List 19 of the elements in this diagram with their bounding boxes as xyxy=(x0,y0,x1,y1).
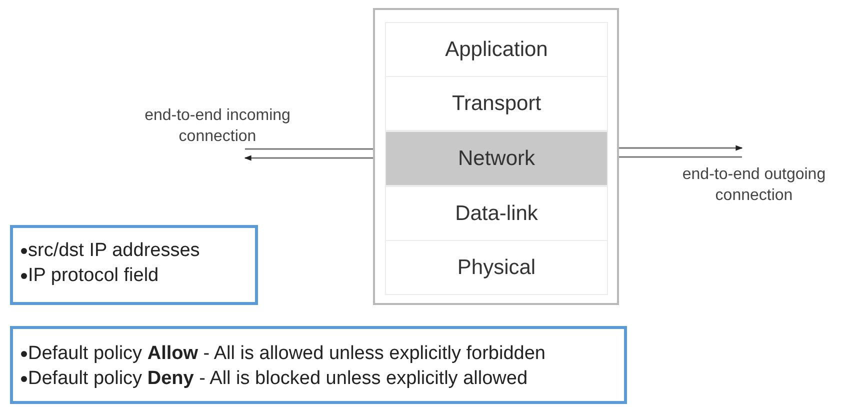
layer-label: Physical xyxy=(457,256,536,280)
layer-box xyxy=(385,186,608,241)
layer-box xyxy=(385,76,608,131)
connection-arrow xyxy=(619,145,743,151)
layer-stack-frame xyxy=(373,8,619,305)
bullet-text: IP protocol field xyxy=(28,264,159,288)
bullet-text: Default policy Deny - All is blocked unless explicitly allowed xyxy=(28,367,528,391)
connection-arrow xyxy=(244,155,373,161)
layer-label: Data-link xyxy=(455,202,538,226)
layer-label: Application xyxy=(445,38,548,62)
layer-label: Transport xyxy=(452,92,542,116)
bullet-text: Default policy Allow - All is allowed unless explicitly forbidden xyxy=(28,342,546,366)
note-panel xyxy=(10,326,627,404)
bullet-text: src/dst IP addresses xyxy=(28,239,200,263)
layer-box xyxy=(385,131,608,186)
connection-label: end-to-end outgoing connection xyxy=(665,164,843,206)
connection-label: end-to-end incoming connection xyxy=(120,105,315,147)
layer-label: Network xyxy=(458,146,536,170)
note-panel xyxy=(10,225,258,305)
